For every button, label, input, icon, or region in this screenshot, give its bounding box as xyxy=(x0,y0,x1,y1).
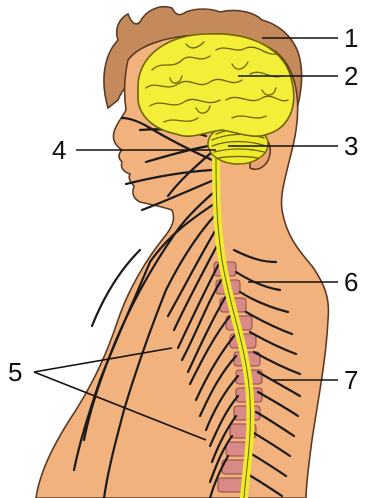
label-1: 1 xyxy=(344,23,358,53)
label-2: 2 xyxy=(344,61,358,91)
label-5: 5 xyxy=(8,357,22,387)
label-3: 3 xyxy=(344,131,358,161)
brain xyxy=(138,34,294,136)
label-7: 7 xyxy=(344,365,358,395)
label-6: 6 xyxy=(344,267,358,297)
label-4: 4 xyxy=(52,135,66,165)
